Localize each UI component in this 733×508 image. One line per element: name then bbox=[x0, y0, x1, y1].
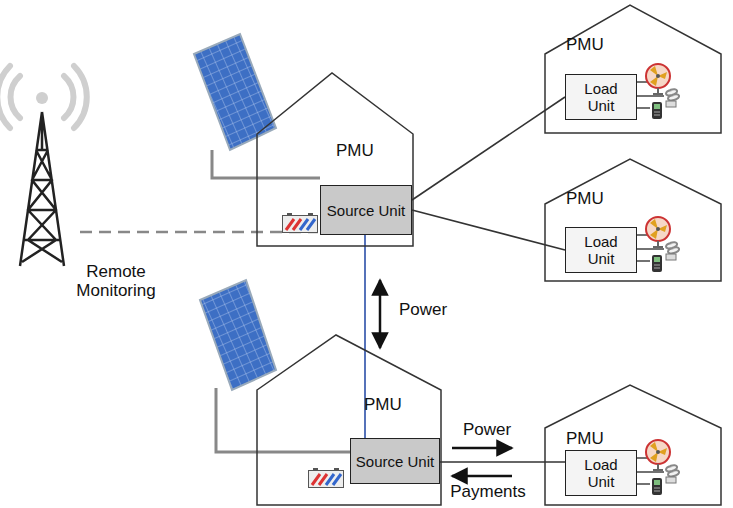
unit-heading: PMU bbox=[566, 430, 604, 448]
battery bbox=[283, 213, 318, 233]
battery bbox=[309, 468, 344, 488]
unit-name: Load Unit bbox=[570, 456, 632, 490]
power-arrow bbox=[452, 447, 512, 450]
flow-label: Payments bbox=[438, 482, 538, 501]
unit-heading: PMU bbox=[566, 190, 604, 208]
source-unit-box: Source Unit bbox=[320, 185, 412, 235]
house-wall bbox=[545, 5, 721, 133]
power-line bbox=[412, 97, 565, 200]
unit-heading: PMU bbox=[364, 396, 402, 414]
appliances bbox=[634, 440, 679, 495]
house-outline: PMU Load Unit bbox=[544, 384, 722, 506]
source-unit-box: Source Unit bbox=[350, 438, 440, 484]
unit-name: Load Unit bbox=[570, 80, 632, 114]
load-unit-box: Load Unit bbox=[565, 450, 637, 496]
power-line bbox=[440, 461, 565, 463]
house-wall bbox=[257, 335, 441, 505]
house-wall bbox=[257, 73, 413, 246]
unit-heading: PMU bbox=[336, 142, 374, 160]
solar-panel bbox=[200, 280, 350, 452]
flow-label: Power bbox=[388, 300, 458, 319]
payment-arrow bbox=[452, 475, 512, 478]
power-arrow bbox=[379, 280, 382, 348]
load-unit-box: Load Unit bbox=[565, 227, 637, 273]
house-outline: PMU Source Unit bbox=[256, 72, 414, 247]
house-wall bbox=[545, 159, 721, 281]
house-outline: PMU Load Unit bbox=[544, 4, 722, 134]
house-outline: PMU Load Unit bbox=[544, 158, 722, 282]
unit-name: Source Unit bbox=[356, 453, 434, 470]
load-unit-box: Load Unit bbox=[565, 74, 637, 120]
radio-tower bbox=[0, 66, 87, 266]
unit-heading: PMU bbox=[566, 36, 604, 54]
house-wall bbox=[545, 385, 721, 505]
appliances bbox=[634, 64, 679, 119]
unit-name: Source Unit bbox=[327, 202, 405, 219]
appliances bbox=[634, 217, 679, 272]
unit-name: Load Unit bbox=[570, 233, 632, 267]
power-line bbox=[412, 210, 565, 250]
link-label: Remote Monitoring bbox=[56, 262, 176, 300]
house-outline: PMU Source Unit bbox=[256, 334, 442, 506]
flow-label: Power bbox=[452, 420, 522, 439]
